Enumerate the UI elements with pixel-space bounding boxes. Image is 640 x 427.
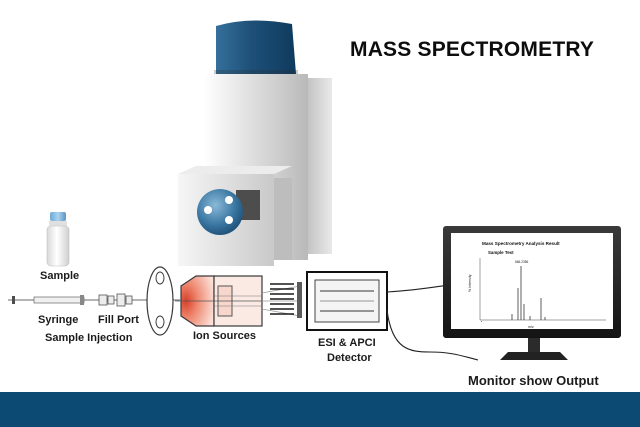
screen-spectrum-peaks xyxy=(511,266,546,320)
footer-band xyxy=(0,392,640,427)
label-sample-injection: Sample Injection xyxy=(45,332,133,344)
screen-xlabel: m/z xyxy=(528,325,534,329)
ion-lens-stack xyxy=(270,283,294,315)
label-monitor-output: Monitor show Output xyxy=(468,373,599,388)
spectrometer-cap xyxy=(216,20,296,75)
ion-beam xyxy=(261,285,301,317)
sample-vial xyxy=(46,212,70,267)
label-syringe: Syringe xyxy=(38,314,79,326)
label-fill-port: Fill Port xyxy=(98,314,139,326)
screen-sample-label: Sample Test xyxy=(488,250,514,255)
label-ion-sources: Ion Sources xyxy=(193,330,256,342)
monitor xyxy=(443,226,621,360)
label-sample: Sample xyxy=(40,270,80,282)
injection-disc xyxy=(146,266,174,336)
screen-title: Mass Spectrometry Analysis Result xyxy=(482,241,560,246)
screen-ylabel: % Intensity xyxy=(468,274,472,292)
label-esi-apci: ESI & APCI xyxy=(318,337,376,349)
fill-port xyxy=(98,293,133,307)
inlet-ball xyxy=(197,189,243,235)
ion-source xyxy=(175,275,263,327)
screen-peak-label: 666.2356 xyxy=(515,260,529,264)
diagram-title: MASS SPECTROMETRY xyxy=(350,38,595,61)
label-detector: Detector xyxy=(327,352,372,364)
detector-box xyxy=(306,271,388,331)
monitor-screen: Mass Spectrometry Analysis Result Sample… xyxy=(468,241,606,329)
spectrometer-side-panel xyxy=(308,78,332,254)
spectrometer-unit xyxy=(178,20,332,266)
detector-slit xyxy=(297,282,302,318)
